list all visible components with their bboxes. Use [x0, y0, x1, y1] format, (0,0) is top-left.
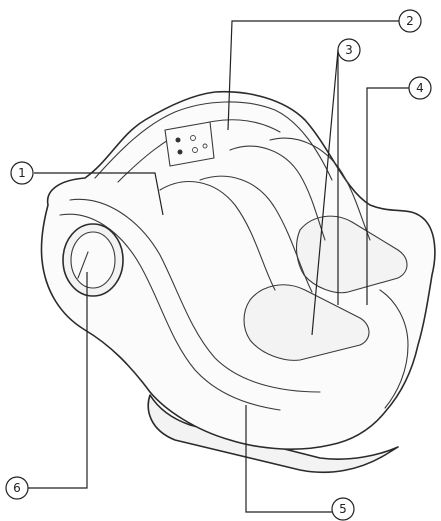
callout-label-5: 5	[339, 502, 347, 516]
leader-line-4	[366, 87, 409, 305]
callout-label-1: 1	[18, 166, 26, 180]
callout-6: 6	[5, 476, 29, 500]
callout-label-2: 2	[406, 14, 414, 28]
callout-label-3: 3	[345, 43, 353, 57]
base-plinth	[147, 394, 399, 474]
callout-2: 2	[398, 9, 422, 33]
timer-button-icon	[202, 143, 208, 149]
control-panel	[164, 121, 215, 167]
massager-body	[40, 90, 436, 450]
leader-line-5	[245, 405, 332, 513]
mode-button-icon	[177, 149, 183, 155]
callout-1: 1	[10, 161, 34, 185]
leader-line-6	[28, 272, 88, 489]
side-knob	[62, 223, 124, 297]
callout-4: 4	[408, 76, 432, 100]
callout-3: 3	[337, 38, 361, 62]
callout-label-6: 6	[13, 481, 21, 495]
leader-line-2	[227, 20, 399, 131]
leader-line-3a	[311, 49, 339, 336]
power-button-icon	[175, 137, 181, 143]
callout-5: 5	[331, 497, 355, 521]
leader-lines	[28, 20, 409, 513]
leader-line-1	[34, 172, 164, 216]
speed-button-icon	[192, 147, 198, 153]
callout-label-4: 4	[416, 81, 424, 95]
heat-button-icon	[190, 135, 196, 141]
